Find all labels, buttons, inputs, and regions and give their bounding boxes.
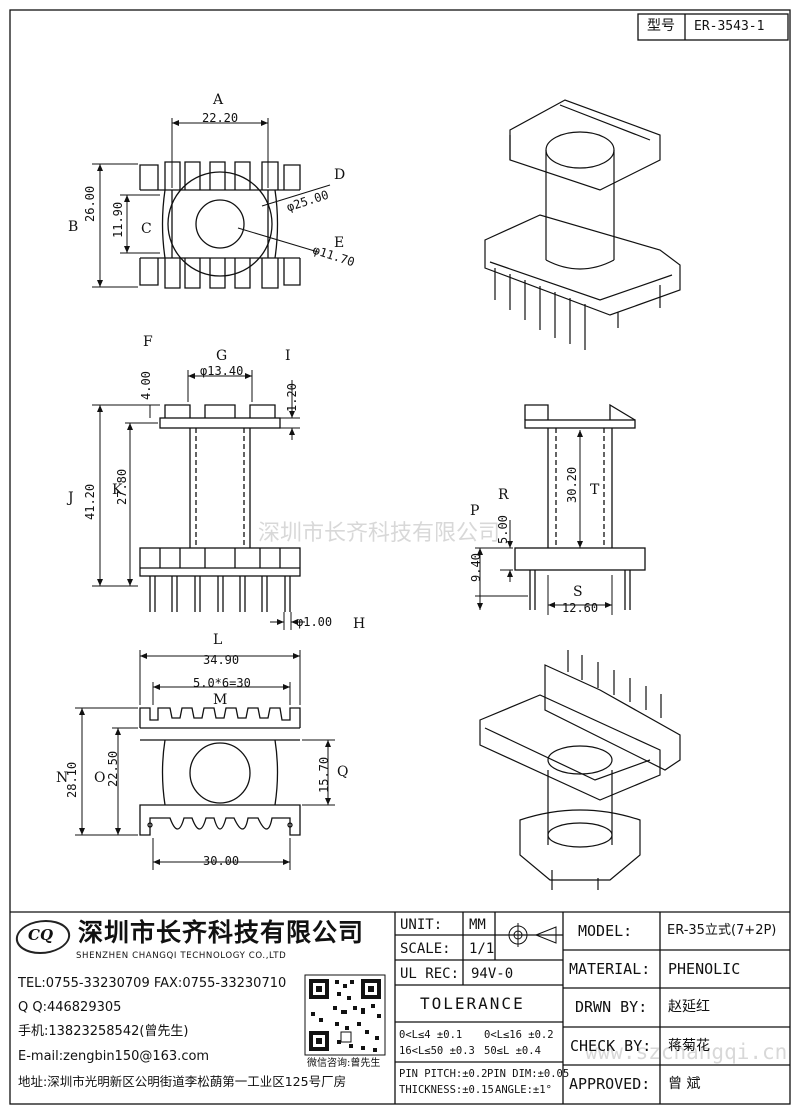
model-value: ER-35立式(7+2P) bbox=[667, 923, 777, 938]
scale-value: 1/1 bbox=[469, 941, 495, 957]
dim-b: 26.00 bbox=[83, 185, 97, 222]
drawn-label: DRWN BY: bbox=[575, 998, 648, 1016]
label-s: S bbox=[573, 584, 583, 600]
outer-border bbox=[9, 9, 791, 1105]
label-e: E bbox=[334, 235, 345, 251]
dim-k: 27.80 bbox=[115, 468, 129, 505]
label-i: I bbox=[285, 348, 291, 364]
company-qq: Q Q:446829305 bbox=[18, 1000, 122, 1015]
approved-value: 曾 斌 bbox=[668, 1076, 701, 1092]
dim-q: 15.70 bbox=[317, 756, 331, 793]
model-box-label: 型号 bbox=[647, 18, 675, 34]
tolerance-title: TOLERANCE bbox=[420, 994, 525, 1013]
dim-bottom: 30.00 bbox=[203, 854, 240, 868]
label-a: A bbox=[213, 92, 224, 108]
company-email: E-mail:zengbin150@163.com bbox=[18, 1049, 210, 1064]
model-box-value: ER-3543-1 bbox=[694, 19, 765, 34]
model-label: MODEL: bbox=[578, 922, 633, 940]
title-block-frame bbox=[10, 911, 790, 1104]
angle: ANGLE:±1° bbox=[495, 1084, 552, 1096]
front-view-outline bbox=[139, 404, 301, 612]
material-label: MATERIAL: bbox=[569, 960, 651, 978]
label-t: T bbox=[590, 482, 600, 498]
tolerance-4: 50≤L ±0.4 bbox=[484, 1045, 541, 1057]
unit-label: UNIT: bbox=[400, 917, 443, 933]
watermark-center: 深圳市长齐科技有限公司 bbox=[258, 521, 501, 546]
check-label: CHECK BY: bbox=[570, 1037, 652, 1055]
label-q: Q bbox=[337, 764, 349, 780]
label-j: J bbox=[68, 490, 74, 506]
label-c: C bbox=[141, 221, 152, 237]
dim-i: 1.20 bbox=[285, 383, 299, 412]
tolerance-2: 0<L≤16 ±0.2 bbox=[484, 1029, 554, 1041]
iso-view-2 bbox=[479, 650, 681, 890]
dim-s: 12.60 bbox=[562, 601, 599, 615]
pin-dim: PIN DIM:±0.05 bbox=[487, 1068, 570, 1080]
label-f: F bbox=[143, 334, 153, 350]
watermark-corner: www.szchangqi.cn bbox=[585, 1040, 788, 1064]
label-p: P bbox=[470, 503, 480, 519]
scale-label: SCALE: bbox=[400, 941, 451, 957]
dim-l: 34.90 bbox=[203, 653, 240, 667]
material-value: PHENOLIC bbox=[668, 960, 741, 978]
label-g: G bbox=[216, 348, 228, 364]
company-address: 地址:深圳市光明新区公明街道李松蓢第一工业区125号厂房 bbox=[18, 1074, 347, 1089]
projection-symbol-icon bbox=[506, 923, 557, 947]
tolerance-1: 0<L≤4 ±0.1 bbox=[399, 1029, 463, 1041]
label-h: H bbox=[353, 616, 366, 632]
side-view-outline bbox=[514, 403, 646, 610]
company-name-cn: 深圳市长齐科技有限公司 bbox=[78, 918, 365, 947]
tolerance-3: 16<L≤50 ±0.3 bbox=[399, 1045, 475, 1057]
ul-label: UL REC: bbox=[400, 966, 460, 982]
dim-h: φ1.00 bbox=[296, 615, 333, 629]
label-o: O bbox=[94, 770, 106, 786]
pin-pitch: PIN PITCH:±0.2 bbox=[399, 1068, 488, 1080]
dim-a: 22.20 bbox=[202, 111, 239, 125]
bottom-view-outline bbox=[139, 707, 301, 836]
dim-t: 30.20 bbox=[565, 466, 579, 503]
dim-f: 4.00 bbox=[139, 371, 153, 400]
company-name-en: SHENZHEN CHANGQI TECHNOLOGY CO.,LTD bbox=[76, 951, 287, 961]
label-l: L bbox=[213, 632, 223, 648]
top-view-outline bbox=[139, 161, 301, 289]
approved-label: APPROVED: bbox=[569, 1075, 651, 1093]
drawn-value: 赵延红 bbox=[668, 999, 710, 1015]
label-n: N bbox=[56, 770, 69, 786]
iso-view-1 bbox=[484, 99, 681, 350]
dim-g: φ13.40 bbox=[200, 364, 244, 378]
logo-text: CQ bbox=[28, 926, 54, 944]
label-k: K bbox=[112, 482, 123, 498]
dim-j: 41.20 bbox=[83, 483, 97, 520]
unit-value: MM bbox=[469, 917, 486, 933]
company-tel: TEL:0755-33230709 FAX:0755-33230710 bbox=[18, 976, 287, 991]
dim-m: 5.0*6=30 bbox=[193, 676, 251, 690]
qr-caption: 微信咨询:曾先生 bbox=[307, 1058, 381, 1069]
dim-o: 22.50 bbox=[106, 750, 120, 787]
qr-code-icon bbox=[304, 974, 386, 1056]
model-box-frame bbox=[637, 13, 789, 41]
check-value: 蒋菊花 bbox=[668, 1038, 710, 1054]
dim-c: 11.90 bbox=[111, 201, 125, 238]
thickness: THICKNESS:±0.15 bbox=[399, 1084, 494, 1096]
label-b: B bbox=[68, 219, 79, 235]
dim-n: 28.10 bbox=[65, 761, 79, 798]
label-r: R bbox=[498, 487, 509, 503]
dim-p: 9.40 bbox=[469, 553, 483, 582]
company-mobile: 手机:13823258542(曾先生) bbox=[18, 1024, 189, 1039]
ul-value: 94V-0 bbox=[471, 966, 514, 982]
label-d: D bbox=[334, 167, 346, 183]
label-m: M bbox=[213, 692, 228, 708]
